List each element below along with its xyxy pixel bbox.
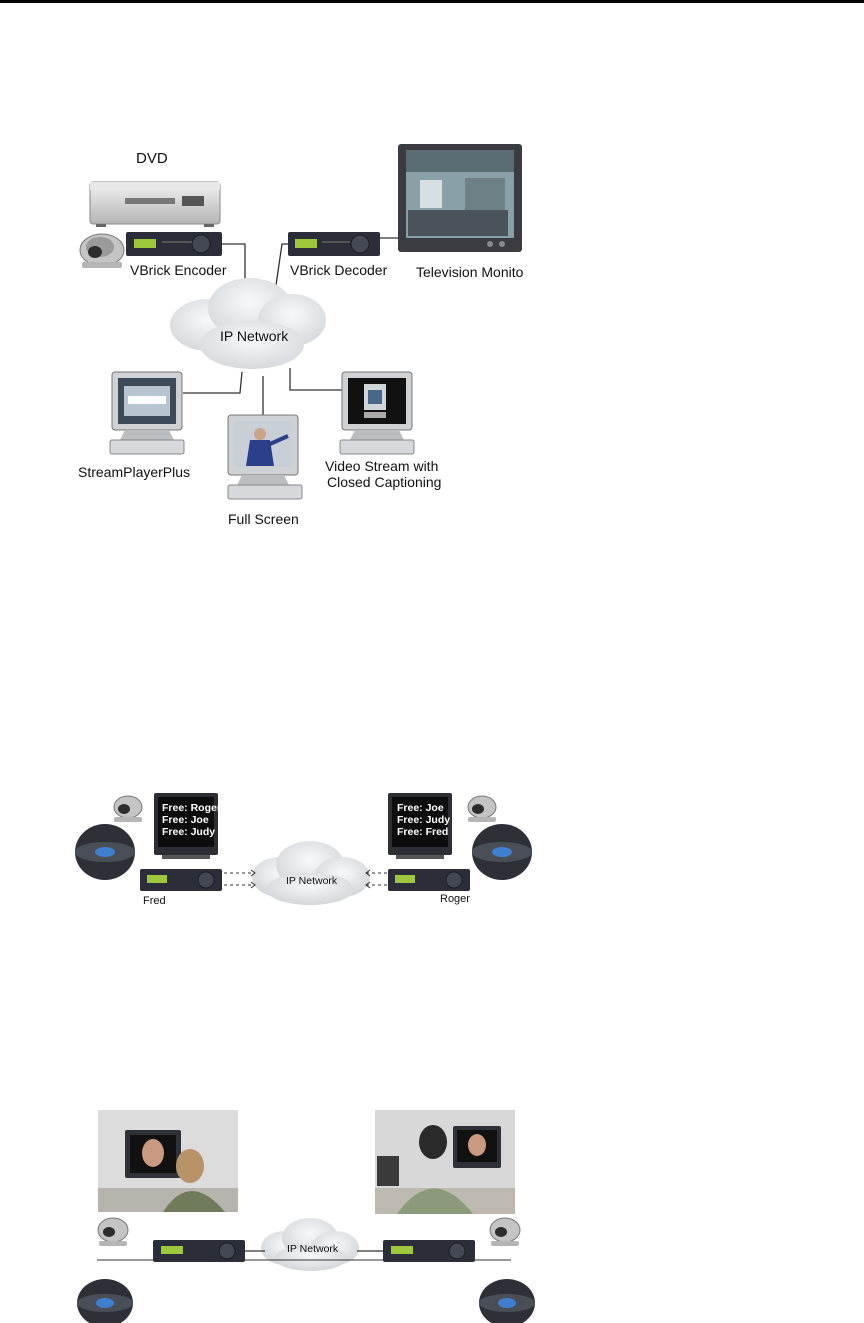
fred-screen-line-1: Free: Roger xyxy=(162,802,221,814)
roger-screen-line-3: Free: Fred xyxy=(397,826,449,838)
dvd-label: DVD xyxy=(136,150,168,167)
ptz-camera xyxy=(79,233,125,268)
closed-caption-computer xyxy=(339,371,415,455)
data-arrows xyxy=(224,869,388,889)
vbrick-decoder-label: VBrick Decoder xyxy=(290,262,388,278)
roger-vbrick-unit xyxy=(388,869,470,891)
conference-presence-diagram xyxy=(75,793,532,905)
left-microphone-pod xyxy=(77,1279,133,1323)
television-monitor xyxy=(398,144,522,252)
roger-microphone-pod xyxy=(472,824,532,880)
streaming-diagram xyxy=(79,144,522,500)
fred-label: Fred xyxy=(143,895,166,907)
roger-screen-line-1: Free: Joe xyxy=(397,802,444,814)
fred-camera xyxy=(113,795,143,822)
ip-network-label-2: IP Network xyxy=(286,875,338,887)
roger-camera xyxy=(467,795,497,822)
streamplayer-computer xyxy=(109,371,185,455)
vbrick-decoder xyxy=(288,232,380,256)
ip-network-cloud-3 xyxy=(261,1218,359,1271)
full-screen-computer xyxy=(227,414,303,500)
left-vbrick-unit xyxy=(153,1240,245,1262)
ip-network-cloud xyxy=(170,278,326,369)
left-camera xyxy=(97,1217,129,1246)
dvd-player xyxy=(89,181,221,227)
fred-screen-line-3: Free: Judy xyxy=(162,826,216,838)
right-microphone-pod xyxy=(479,1279,535,1323)
streamplayerplus-label: StreamPlayerPlus xyxy=(78,464,191,480)
fred-screen-line-2: Free: Joe xyxy=(162,814,209,826)
right-room-photo xyxy=(375,1110,515,1214)
video-stream-label-line2: Closed Captioning xyxy=(327,474,442,490)
video-stream-label-line1: Video Stream with xyxy=(325,458,439,474)
fred-monitor xyxy=(154,793,218,859)
right-camera xyxy=(489,1217,521,1246)
vbrick-encoder-label: VBrick Encoder xyxy=(130,262,227,278)
roger-label: Roger xyxy=(440,893,470,905)
right-vbrick-unit xyxy=(383,1240,475,1262)
ip-network-cloud-2 xyxy=(252,841,370,905)
fred-microphone-pod xyxy=(75,824,135,880)
television-monitor-label: Television Monitor xyxy=(416,264,524,280)
fred-vbrick-unit xyxy=(140,869,222,891)
full-screen-label: Full Screen xyxy=(228,511,299,527)
left-room-photo xyxy=(98,1110,238,1212)
ip-network-label-3: IP Network xyxy=(287,1243,339,1255)
ip-network-label: IP Network xyxy=(220,328,289,344)
page-header-rule xyxy=(0,0,864,3)
television-label-clip: Television Monitor xyxy=(416,262,524,284)
roger-screen-line-2: Free: Judy xyxy=(397,814,451,826)
videoconference-diagram xyxy=(77,1110,535,1323)
vbrick-encoder xyxy=(126,232,222,256)
roger-monitor xyxy=(388,793,452,859)
